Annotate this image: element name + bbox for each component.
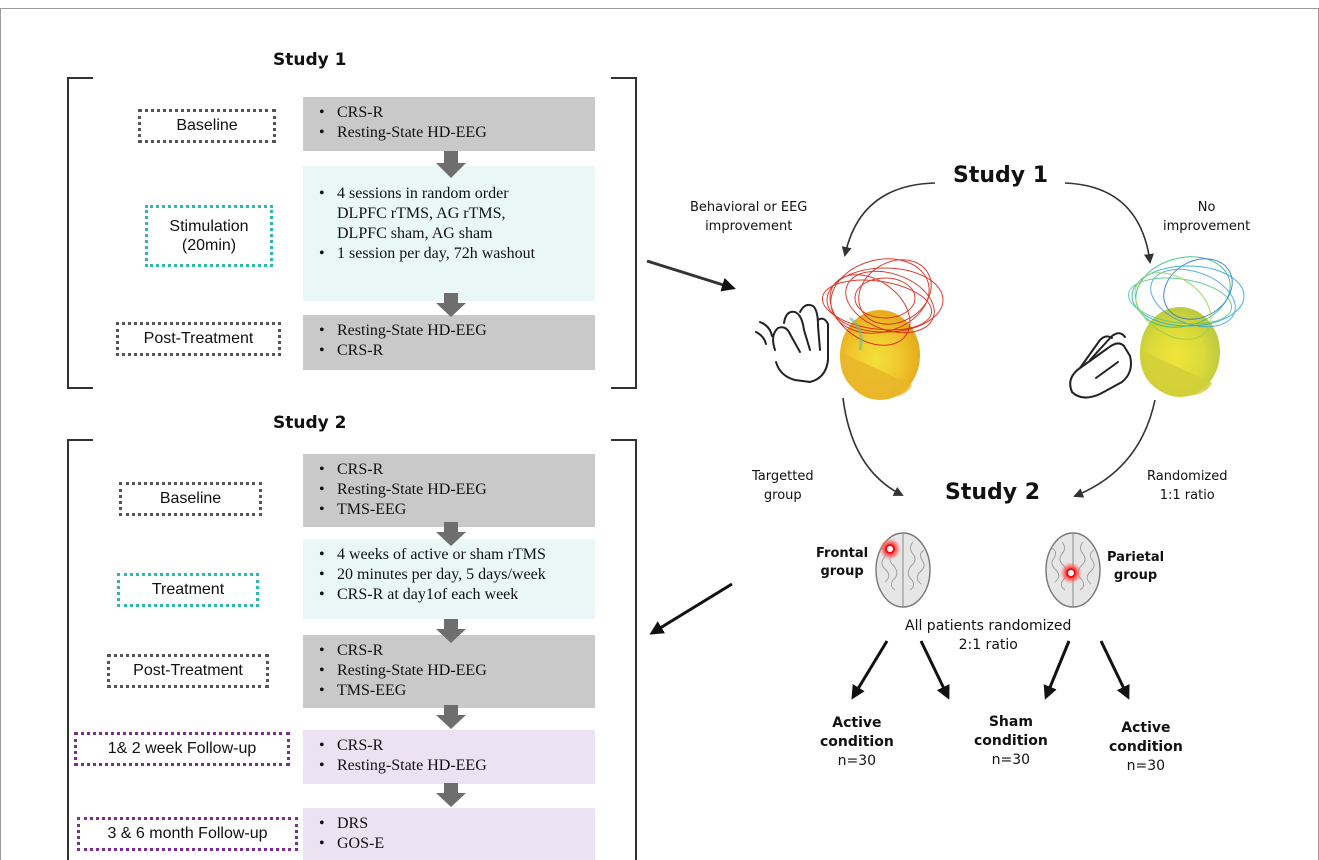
label-line: Targetted bbox=[752, 469, 814, 484]
curve-arrow-left bbox=[841, 182, 936, 257]
stage-label-line: Stimulation bbox=[169, 217, 249, 235]
head-eeg-no-improvement-icon bbox=[1127, 256, 1245, 397]
condition-title: Active bbox=[1121, 720, 1171, 736]
bullet: CRS-R bbox=[319, 736, 595, 756]
label-line: group bbox=[820, 564, 864, 579]
post-treatment-box: CRS-R Resting-State HD-EEG TMS-EEG bbox=[303, 635, 595, 708]
condition-title: condition bbox=[1109, 739, 1183, 755]
bullet: 4 sessions in random order bbox=[319, 184, 595, 204]
label-line: Randomized bbox=[1147, 469, 1228, 484]
label-line: Behavioral or EEG bbox=[690, 200, 808, 215]
bullet: DRS bbox=[319, 814, 595, 834]
month-follow-up-box: DRS GOS-E bbox=[303, 808, 595, 860]
connector-arrow-right bbox=[646, 259, 736, 292]
stage-post-treatment: Post-Treatment bbox=[116, 322, 281, 356]
stage-label-line: (20min) bbox=[181, 237, 237, 254]
condition-active-frontal: Active condition n=30 bbox=[820, 714, 894, 771]
label-line: No bbox=[1197, 200, 1216, 215]
stage-baseline: Baseline bbox=[119, 482, 262, 516]
stage-baseline: Baseline bbox=[138, 109, 276, 143]
curve-arrow-right-down bbox=[1073, 399, 1156, 498]
baseline-box: CRS-R Resting-State HD-EEG bbox=[303, 97, 595, 151]
condition-n: n=30 bbox=[837, 753, 877, 769]
bullet-continued: DLPFC sham, AG sham bbox=[337, 225, 493, 242]
stage-post-treatment: Post-Treatment bbox=[107, 654, 269, 688]
bullet: CRS-R bbox=[319, 103, 595, 123]
stage-month-follow-up: 3 & 6 month Follow-up bbox=[77, 817, 298, 851]
randomized-ratio-label: Randomized 1:1 ratio bbox=[1147, 467, 1228, 505]
baseline-box: CRS-R Resting-State HD-EEG TMS-EEG bbox=[303, 454, 595, 527]
condition-title: condition bbox=[974, 733, 1048, 749]
condition-active-parietal: Active condition n=30 bbox=[1109, 719, 1183, 776]
head-eeg-improvement-icon bbox=[821, 258, 944, 400]
figure-border-top bbox=[0, 8, 1319, 9]
week-follow-up-box: CRS-R Resting-State HD-EEG bbox=[303, 730, 595, 784]
figure-border-left bbox=[0, 8, 1, 860]
behavioral-improvement-label: Behavioral or EEG improvement bbox=[690, 198, 807, 236]
label-line: Frontal bbox=[816, 546, 869, 561]
stimulation-box: 4 sessions in random order DLPFC rTMS, A… bbox=[303, 166, 595, 301]
stage-treatment: Treatment bbox=[117, 573, 259, 607]
bullet: Resting-State HD-EEG bbox=[319, 756, 595, 776]
bullet: CRS-R bbox=[319, 341, 595, 361]
parietal-group-label: Parietal group bbox=[1107, 549, 1164, 585]
connector-arrow-left bbox=[649, 582, 733, 635]
label-line: group bbox=[1113, 568, 1158, 583]
condition-title: Active bbox=[832, 715, 882, 731]
bullet: CRS-R bbox=[319, 641, 595, 661]
bullet: 1 session per day, 72h washout bbox=[319, 244, 595, 264]
flow-arrows bbox=[436, 151, 466, 807]
bullet: Resting-State HD-EEG bbox=[319, 480, 595, 500]
brain-parietal-icon bbox=[1045, 532, 1101, 608]
bullet: GOS-E bbox=[319, 834, 595, 854]
curve-arrow-right bbox=[1064, 182, 1154, 264]
bullet: Resting-State HD-EEG bbox=[319, 321, 595, 341]
hand-resting-icon bbox=[1069, 332, 1132, 399]
hand-waving-icon bbox=[755, 303, 829, 383]
frontal-group-label: Frontal group bbox=[816, 545, 868, 581]
study1-bracket bbox=[67, 77, 637, 389]
bullet: 4 weeks of active or sham rTMS bbox=[319, 545, 595, 565]
right-study2-title: Study 2 bbox=[945, 480, 1041, 505]
bullet: TMS-EEG bbox=[319, 500, 595, 520]
label-line: Parietal bbox=[1107, 550, 1165, 565]
label-line: 2:1 ratio bbox=[958, 637, 1018, 653]
condition-sham: Sham condition n=30 bbox=[974, 713, 1048, 770]
label-line: All patients randomized bbox=[905, 618, 1072, 634]
no-improvement-label: No improvement bbox=[1163, 198, 1250, 236]
bullet-continued: DLPFC rTMS, AG rTMS, bbox=[337, 205, 506, 222]
label-line: 1:1 ratio bbox=[1159, 488, 1215, 503]
post-treatment-box: Resting-State HD-EEG CRS-R bbox=[303, 315, 595, 370]
condition-n: n=30 bbox=[991, 752, 1031, 768]
treatment-box: 4 weeks of active or sham rTMS 20 minute… bbox=[303, 539, 595, 619]
condition-n: n=30 bbox=[1126, 758, 1166, 774]
all-randomized-label: All patients randomized 2:1 ratio bbox=[905, 617, 1071, 655]
stage-stimulation: Stimulation (20min) bbox=[145, 205, 273, 267]
label-line: improvement bbox=[705, 219, 793, 234]
curve-arrow-left-down bbox=[842, 397, 904, 496]
brain-frontal-icon bbox=[875, 532, 931, 608]
study1-title: Study 1 bbox=[273, 50, 347, 70]
condition-title: condition bbox=[820, 734, 894, 750]
study2-title: Study 2 bbox=[273, 413, 347, 433]
bullet: Resting-State HD-EEG bbox=[319, 661, 595, 681]
bullet: 20 minutes per day, 5 days/week bbox=[319, 565, 595, 585]
stage-week-follow-up: 1& 2 week Follow-up bbox=[74, 732, 290, 766]
condition-arrows bbox=[851, 640, 1130, 700]
condition-title: Sham bbox=[988, 714, 1033, 730]
bullet: TMS-EEG bbox=[319, 681, 595, 701]
targetted-group-label: Targetted group bbox=[752, 467, 814, 505]
study2-bracket bbox=[67, 439, 637, 860]
label-line: group bbox=[763, 488, 802, 503]
right-study1-title: Study 1 bbox=[953, 163, 1049, 188]
bullet: CRS-R bbox=[319, 460, 595, 480]
bullet: Resting-State HD-EEG bbox=[319, 123, 595, 143]
label-line: improvement bbox=[1163, 219, 1251, 234]
bullet: CRS-R at day1of each week bbox=[319, 585, 595, 605]
